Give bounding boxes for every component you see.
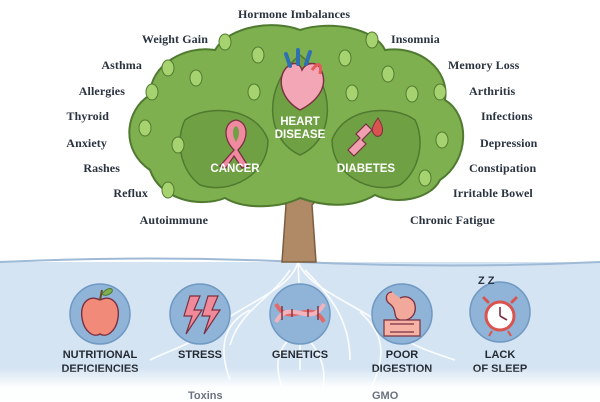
disease-heart-line2: DISEASE [274,129,326,141]
symptom-right: Depression [480,136,538,150]
heart-organ-icon [280,48,325,111]
root-cause-line: STRESS [177,349,222,361]
symptom-left: Reflux [113,186,148,200]
symptom-left: Allergies [78,84,125,98]
disease-label-diabetes: DIABETES [336,163,396,175]
root-cause-line: GENETICS [271,349,329,361]
root-cause-line: POOR [385,349,419,361]
symptom-right: Constipation [469,161,537,175]
cancer-ribbon-icon [218,119,249,169]
leaf-dots [138,31,449,199]
disease-heart-line1: HEART [280,116,320,128]
root-cause-line: LACK [484,349,516,361]
symptom-left: Autoimmune [139,213,208,227]
stomach-icon [383,291,421,337]
root-cause-line: NUTRITIONAL [62,349,138,361]
symptom-right: Arthritis [469,84,516,98]
sleep-z-glyph: Z Z [478,275,495,287]
symptom-left: Weight Gain [141,32,208,46]
bottom-fade-overlay [0,368,600,400]
disease-label-heart: HEART DISEASE [258,116,342,142]
root-cause-label-genetics: GENETICS [245,348,355,362]
symptom-left: Anxiety [66,136,107,150]
diabetes-icon [347,117,383,157]
symptom-right: Memory Loss [448,58,520,72]
apple-icon [81,288,119,336]
symptom-left: Asthma [101,58,142,72]
cutoff-label: Toxins [188,390,223,402]
disease-label-cancer: CANCER [210,163,260,175]
root-cause-label-stress: STRESS [145,348,255,362]
diabetes-leaf-segment [331,109,421,189]
symptom-right: Infections [481,109,533,123]
symptom-top: Hormone Imbalances [238,7,351,21]
symptom-left: Thyroid [66,109,109,123]
dna-icon [274,302,326,324]
symptom-left: Rashes [83,161,120,175]
symptom-right: Insomnia [391,32,440,46]
symptom-right: Irritable Bowel [453,186,533,200]
alarm-clock-icon [482,296,518,337]
symptom-right: Chronic Fatigue [410,213,495,227]
lightning-icon [183,295,222,335]
cutoff-label: GMO [372,390,399,402]
